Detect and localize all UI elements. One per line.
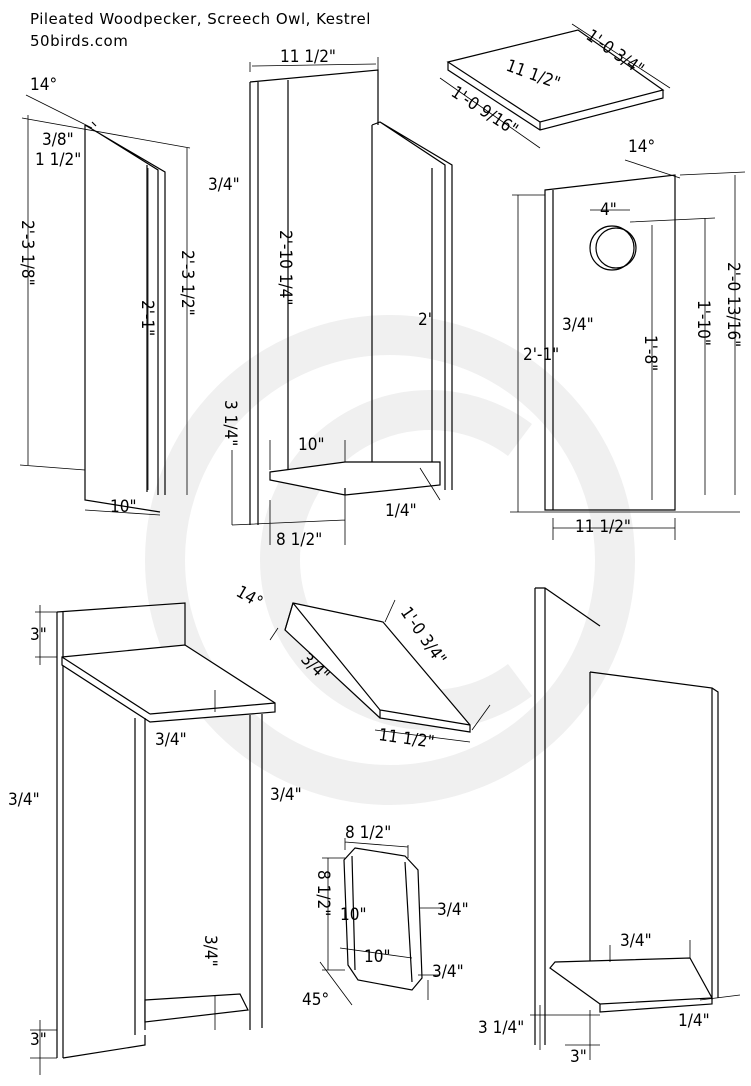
entrance-hole xyxy=(589,225,635,271)
dim-angle: 14° xyxy=(628,137,655,157)
dim-floor-height: 3 1/4" xyxy=(478,1018,524,1038)
dim-thickness: 3/4" xyxy=(208,175,240,195)
dim-total-height: 2'-0 13/16" xyxy=(723,262,743,347)
dim-back-height: 2'-3 1/8" xyxy=(17,220,37,286)
dim-height-left: 2'-1" xyxy=(523,345,559,365)
dim-top-width: 8 1/2" xyxy=(345,823,391,843)
dim-width: 10" xyxy=(364,947,391,967)
dim-front-height: 2'-3 1/2" xyxy=(177,250,197,316)
dim-back-height: 2'-10 1/4" xyxy=(275,230,295,305)
dim-offset: 1 1/2" xyxy=(35,150,81,170)
dim-hole-height: 1'-8" xyxy=(640,335,660,371)
dim-floor: 3/4" xyxy=(620,931,652,951)
drawing-title: Pileated Woodpecker, Screech Owl, Kestre… xyxy=(30,10,371,28)
dim-corner-thickness: 3/4" xyxy=(432,962,464,982)
side-assembly-view: 3" 3/4" 3/4" 3/4" 3/4" 3" xyxy=(8,602,302,1075)
dim-width: 10" xyxy=(110,497,137,517)
site-name: 50birds.com xyxy=(30,32,128,50)
dim-thickness: 3/4" xyxy=(562,315,594,335)
dim-bottom: 3" xyxy=(30,1030,47,1050)
dim-right: 3/4" xyxy=(270,785,302,805)
front-panel-view: 14° 4" 3/4" 2'-1" 1'-8" 1'-10" 2'-0 13/1… xyxy=(510,137,746,540)
dim-left: 3/4" xyxy=(8,790,40,810)
side-panel-view: 14° 3/8" 1 1/2" 2'-3 1/8" 2'-3 1/2" 2'-1… xyxy=(17,75,197,517)
dim-inner-height: 1'-10" xyxy=(693,300,713,346)
floor-piece-view: 8 1/2" 8 1/2" 10" 10" 3/4" 3/4" 45° xyxy=(302,823,469,1010)
dim-floor-depth: 10" xyxy=(298,435,325,455)
dim-hole: 4" xyxy=(600,200,617,220)
dim-side-height: 2' xyxy=(418,310,432,330)
front-assembly-view: 11 1/2" 3/4" 2'-10 1/4" 2' 3 1/4" 10" 8 … xyxy=(208,47,453,550)
dim-side-length: 8 1/2" xyxy=(313,870,333,916)
dim-width: 11 1/2" xyxy=(575,517,631,537)
dim-bevel: 3/8" xyxy=(42,130,74,150)
dim-angle: 14° xyxy=(30,75,57,95)
dim-roof: 3/4" xyxy=(155,730,187,750)
dim-gap: 1/4" xyxy=(678,1011,710,1031)
dim-inner-height: 2'-1" xyxy=(137,300,157,336)
back-assembly-view: 3/4" 3 1/4" 3" 1/4" xyxy=(478,587,741,1067)
dim-angle: 14° xyxy=(233,582,266,613)
dim-floor-height: 3 1/4" xyxy=(220,400,240,446)
dim-top: 3" xyxy=(30,625,47,645)
dim-floor: 3/4" xyxy=(200,935,220,967)
dim-gap: 1/4" xyxy=(385,501,417,521)
dim-bottom: 3" xyxy=(570,1047,587,1067)
dim-top-width: 11 1/2" xyxy=(280,47,336,67)
dim-depth: 10" xyxy=(340,905,367,925)
lid-view: 1'-0 3/4" 11 1/2" 1'-0 9/16" xyxy=(439,23,671,149)
dim-floor-width: 8 1/2" xyxy=(276,530,322,550)
dim-thickness: 3/4" xyxy=(437,900,469,920)
dim-corner-angle: 45° xyxy=(302,990,329,1010)
